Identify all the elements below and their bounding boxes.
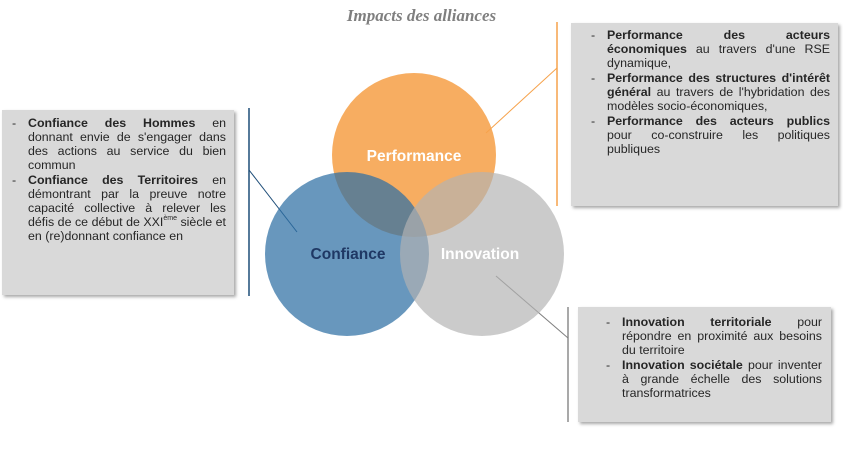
list-item: Performance des structures d'intérêt gén… xyxy=(585,71,830,113)
performance-label: Performance xyxy=(366,148,462,165)
circle-confiance xyxy=(265,172,429,336)
list-item: Performance des acteurs économiques au t… xyxy=(585,28,830,70)
confiance-text-box: Confiance des Hommes en donnant envie de… xyxy=(2,110,234,295)
performance-text-box: Performance des acteurs économiques au t… xyxy=(571,23,838,206)
performance-connector xyxy=(485,67,558,134)
list-item: Performance des acteurs publics pour co-… xyxy=(585,114,830,156)
list-item: Innovation sociétale pour inventer à gra… xyxy=(600,358,822,400)
list-item: Innovation territoriale pour répondre en… xyxy=(600,315,822,357)
confiance-label: Confiance xyxy=(310,246,386,263)
diagram-title: Impacts des alliances xyxy=(346,6,497,25)
list-item: Confiance des Hommes en donnant envie de… xyxy=(6,116,226,172)
circle-innovation xyxy=(400,172,564,336)
innovation-label: Innovation xyxy=(440,246,520,263)
list-item: Confiance des Territoires en démontrant … xyxy=(6,173,226,243)
innovation-text-box: Innovation territoriale pour répondre en… xyxy=(578,307,831,422)
